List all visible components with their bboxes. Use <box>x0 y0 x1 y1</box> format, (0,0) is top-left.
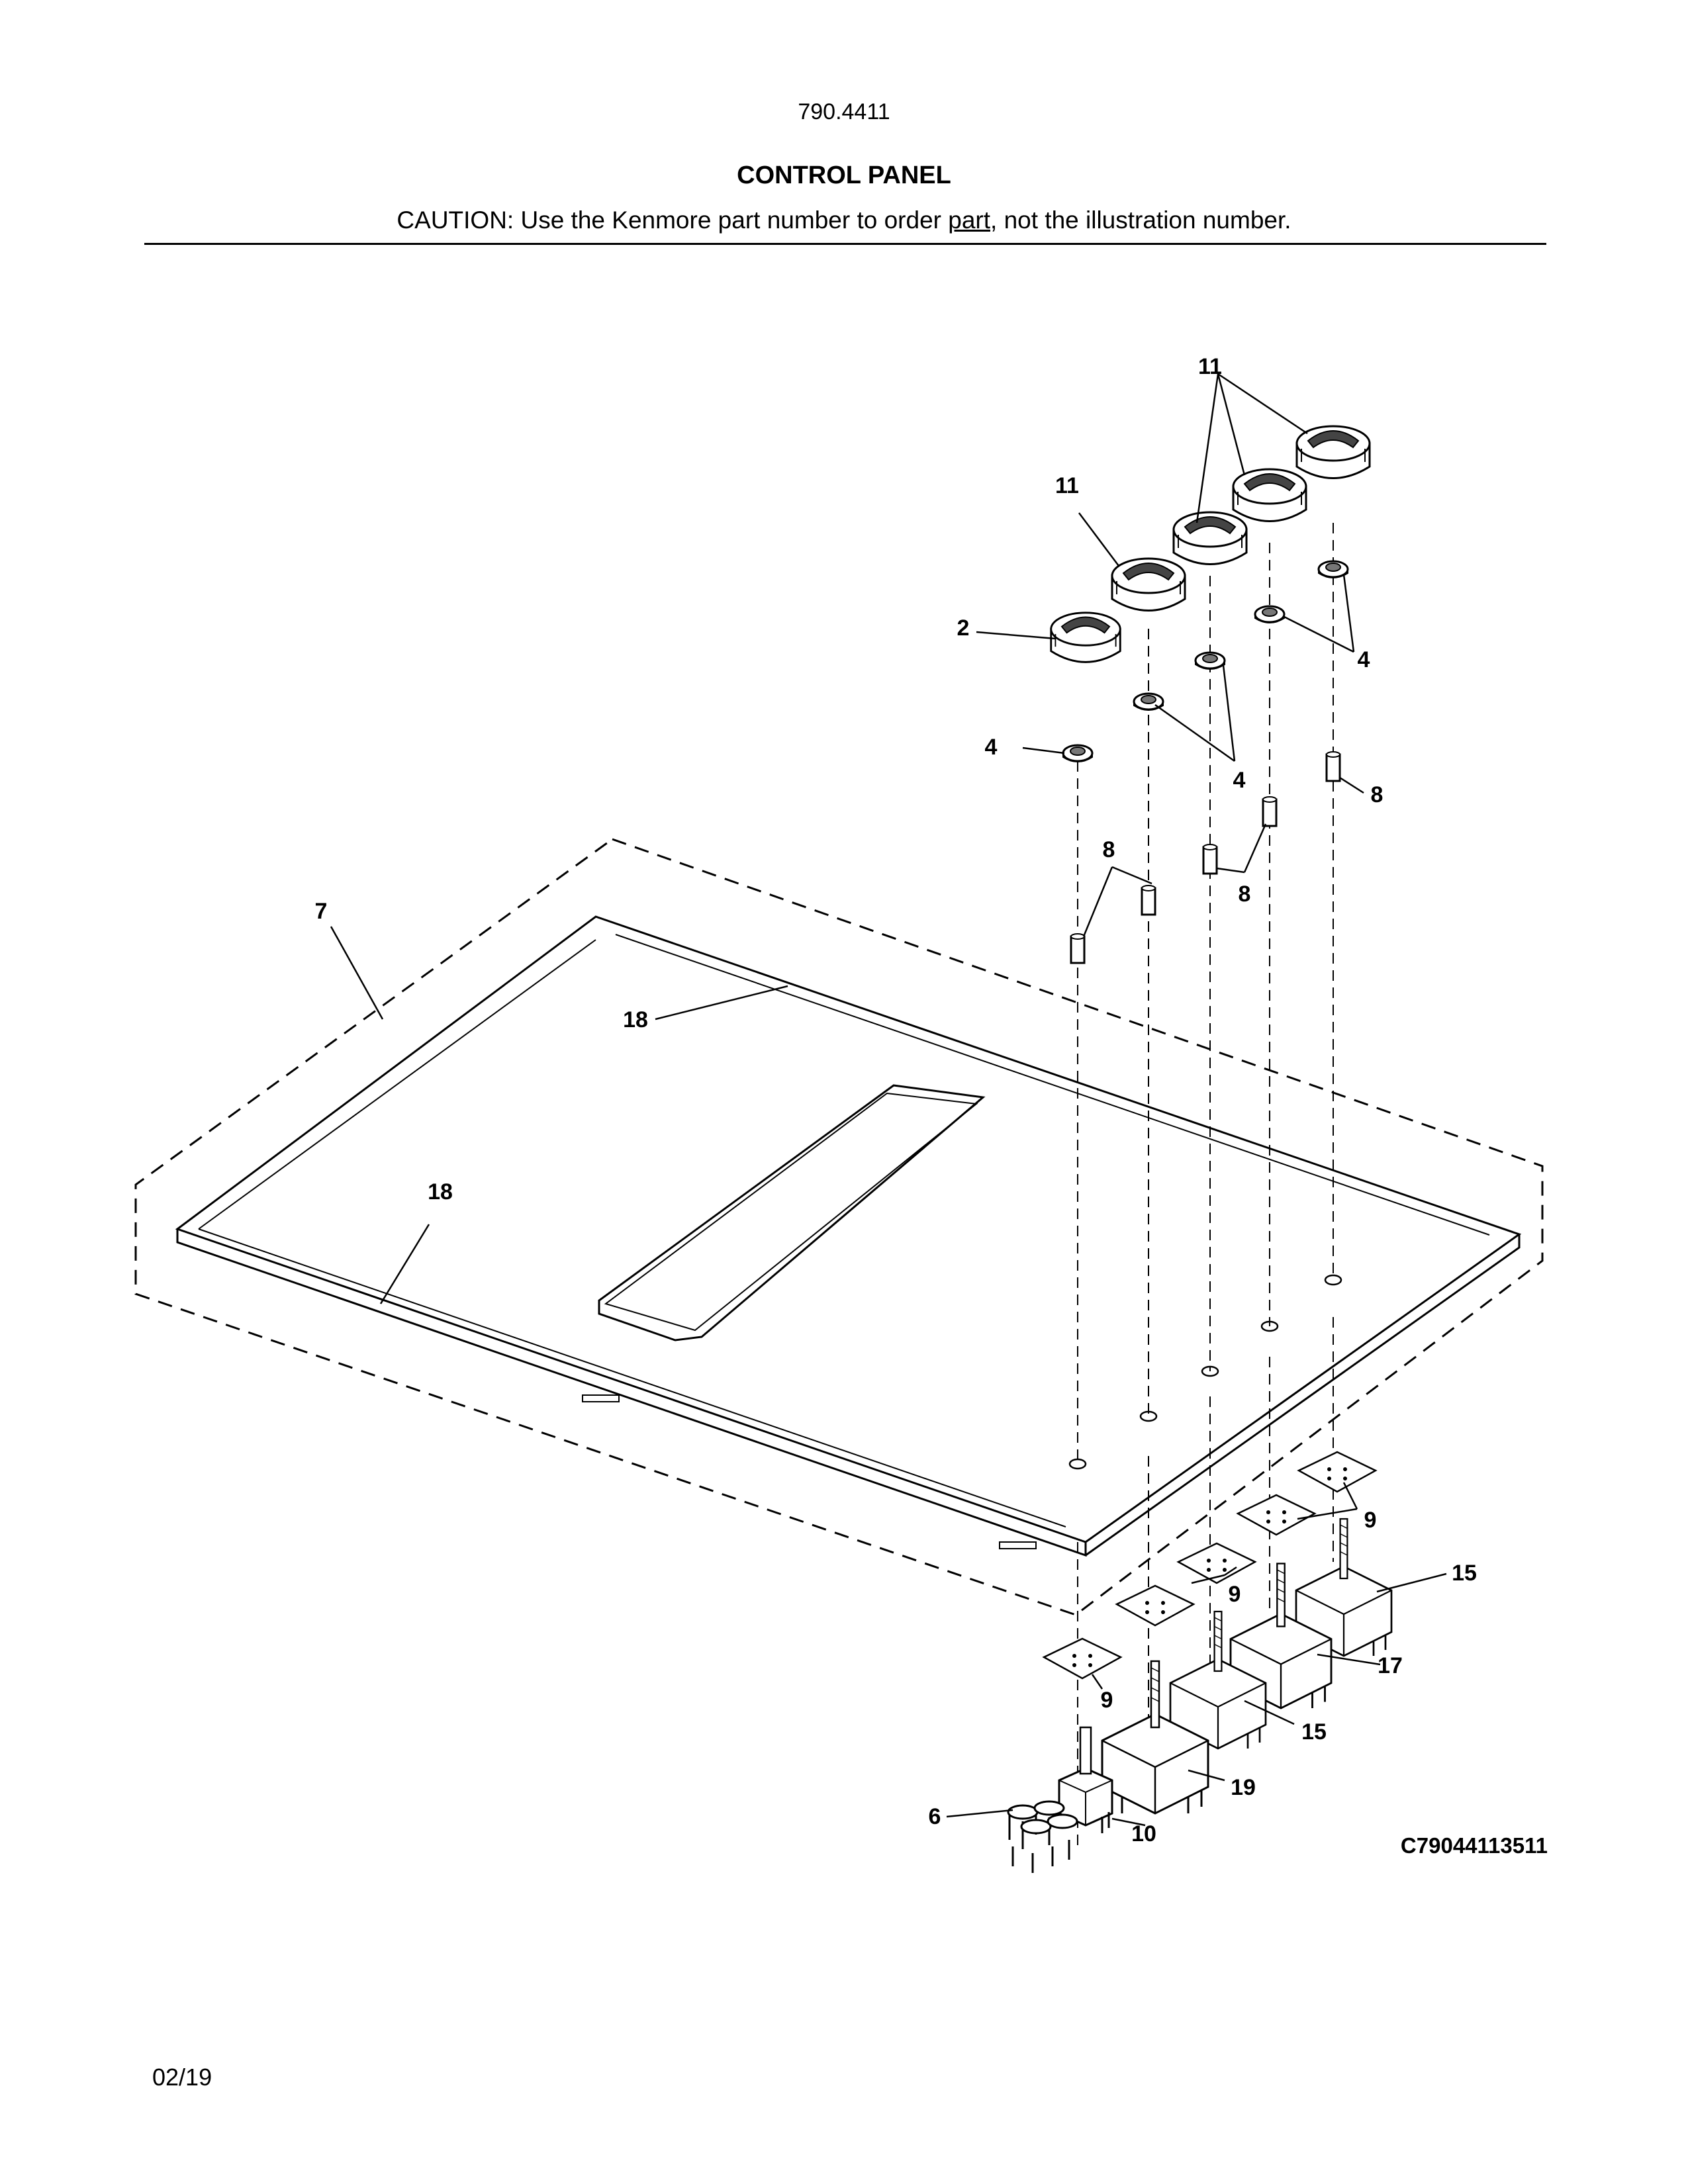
callout-11-top: 11 <box>1198 354 1222 379</box>
indicator-lights <box>1007 1800 1078 1873</box>
callout-9-right: 9 <box>1364 1508 1377 1533</box>
callout-8-right: 8 <box>1371 782 1383 807</box>
caution-suffix: , not the illustration number. <box>990 206 1291 234</box>
callout-4-left: 4 <box>985 735 998 760</box>
drawing-code: C79044113511 <box>1400 1833 1548 1858</box>
control-knob-1 <box>1111 557 1186 612</box>
callout-11-left: 11 <box>1055 473 1079 498</box>
callout-9-left: 9 <box>1101 1688 1113 1713</box>
callout-15-bottom: 15 <box>1301 1719 1327 1745</box>
control-knob-4 <box>1295 425 1371 479</box>
callout-8-middle: 8 <box>1239 882 1251 907</box>
knob-seal-grommets <box>1062 560 1349 763</box>
caution-text: CAUTION: Use the Kenmore part number to … <box>0 206 1688 234</box>
caution-underlined: part <box>948 206 991 234</box>
callout-2: 2 <box>957 615 970 641</box>
header-rule <box>144 243 1546 245</box>
callout-leader-lines <box>330 373 1447 1827</box>
caution-prefix: CAUTION: Use the Kenmore part number to … <box>397 206 949 234</box>
footer-date: 02/19 <box>152 2064 212 2091</box>
callout-7: 7 <box>315 899 328 924</box>
callout-15-top: 15 <box>1452 1561 1477 1586</box>
callout-18-bottom: 18 <box>428 1179 453 1205</box>
callout-6: 6 <box>929 1804 941 1829</box>
control-knob-2 <box>1172 511 1248 565</box>
callout-18-top: 18 <box>623 1007 648 1032</box>
callout-19: 19 <box>1231 1775 1256 1800</box>
control-panel-body <box>175 915 1522 1557</box>
callout-9-middle: 9 <box>1229 1582 1241 1607</box>
panel-assembly-outline <box>134 838 1544 1616</box>
control-knob-3 <box>1232 468 1307 522</box>
section-title: CONTROL PANEL <box>737 161 951 189</box>
callout-10: 10 <box>1131 1821 1156 1846</box>
callout-4-middle: 4 <box>1233 768 1246 793</box>
model-number: 790.4411 <box>798 99 890 124</box>
callout-17: 17 <box>1378 1653 1403 1678</box>
callout-8-left: 8 <box>1103 837 1115 862</box>
callout-4-right: 4 <box>1358 647 1370 672</box>
timer-knob <box>1050 612 1121 663</box>
